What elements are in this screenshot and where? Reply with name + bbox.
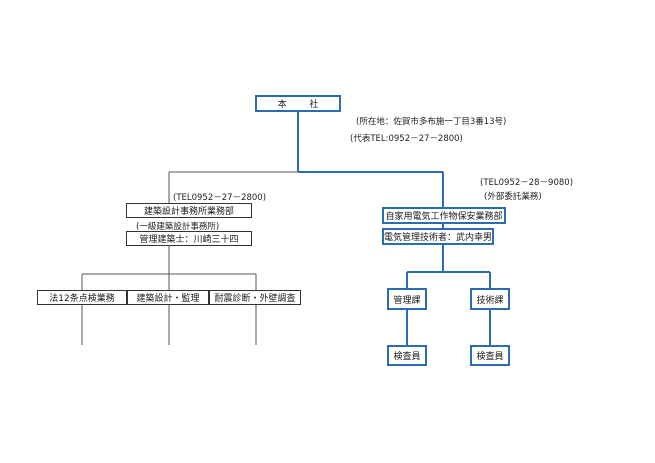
electrical-dept-note: (外部委託業務) — [484, 192, 542, 202]
section-label-gijutsu: 技術課 — [476, 295, 504, 306]
inspector-box-gijutsu: 検査員 — [470, 345, 510, 366]
inspector-box-kanri: 検査員 — [387, 345, 427, 366]
unit-box-seismic: 耐震診断・外壁調査 — [209, 290, 301, 305]
electrical-dept-name: 自家用電気工作物保安業務部 — [385, 212, 503, 222]
engineer-name: 電気管理技術者：武内幸男 — [384, 233, 493, 243]
section-label-kanri: 管理課 — [393, 295, 421, 306]
architect-box: 管理建築士：川崎三十四 — [126, 231, 252, 246]
architecture-dept-name: 建築設計事務所業務部 — [143, 207, 234, 217]
inspector-label-kanri: 検査員 — [393, 352, 421, 362]
head-office-box: 本 社 — [255, 95, 341, 112]
architect-name: 管理建築士：川崎三十四 — [139, 235, 239, 245]
unit-label-inspection: 法12条点検業務 — [49, 294, 115, 304]
architecture-dept-registration: (一級建築設計事務所) — [136, 222, 220, 232]
electrical-dept-box: 自家用電気工作物保安業務部 — [382, 207, 506, 224]
unit-label-seismic: 耐震診断・外壁調査 — [214, 294, 296, 304]
head-office-label: 本 社 — [277, 100, 329, 110]
section-box-kanri: 管理課 — [387, 288, 427, 310]
engineer-box: 電気管理技術者：武内幸男 — [382, 228, 494, 245]
head-office-tel: (代表TEL:0952－27－2800) — [350, 134, 463, 144]
unit-box-design: 建築設計・監理 — [127, 290, 209, 305]
architecture-dept-tel: (TEL0952－27－2800) — [173, 193, 267, 203]
head-office-address: (所在地：佐賀市多布施一丁目3番13号) — [356, 117, 507, 127]
architecture-dept-box: 建築設計事務所業務部 — [126, 203, 252, 218]
unit-label-design: 建築設計・監理 — [136, 294, 200, 304]
section-box-gijutsu: 技術課 — [470, 288, 510, 310]
electrical-dept-tel: (TEL0952－28－9080) — [480, 178, 574, 188]
unit-box-inspection: 法12条点検業務 — [37, 290, 127, 305]
inspector-label-gijutsu: 検査員 — [476, 352, 504, 362]
